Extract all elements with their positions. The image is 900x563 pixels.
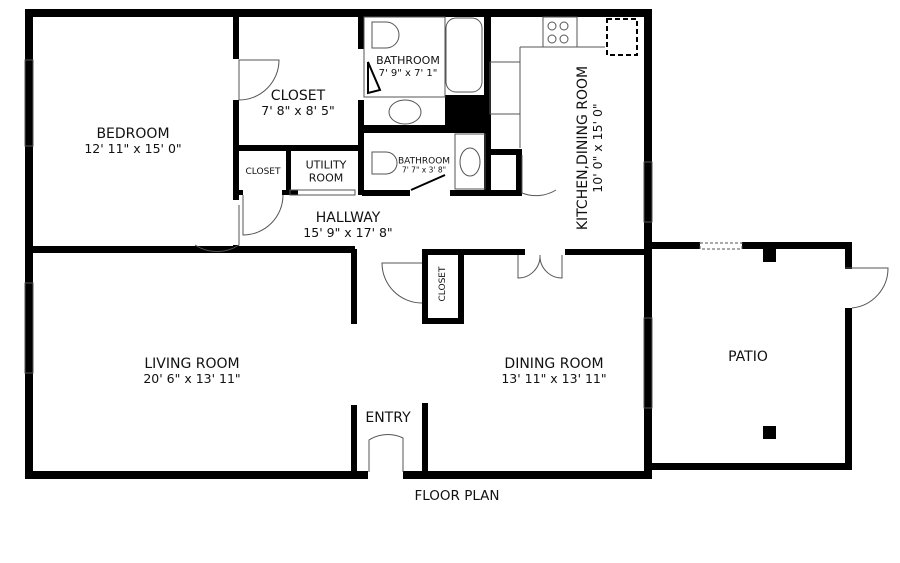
- wall: [233, 9, 239, 59]
- wall: [351, 405, 357, 477]
- wall: [425, 249, 525, 255]
- plan-title: FLOOR PLAN: [414, 488, 500, 504]
- wall: [422, 403, 428, 475]
- bath-door[interactable]: [367, 61, 382, 95]
- kitchen-door[interactable]: [521, 155, 557, 197]
- hall-closet-door[interactable]: [381, 262, 423, 304]
- toilet-icon: [371, 21, 400, 49]
- room-kitchen-dining: KITCHEN,DINING ROOM 10' 0" x 15' 0": [574, 65, 605, 231]
- wall: [445, 95, 487, 130]
- room-hall-closet: CLOSET: [437, 266, 448, 302]
- window: [643, 317, 653, 409]
- sink-icon: [459, 147, 481, 177]
- closet-door[interactable]: [238, 59, 280, 101]
- wall: [233, 246, 355, 253]
- utility-sliding-door[interactable]: [289, 189, 356, 196]
- room-patio: PATIO: [728, 348, 768, 365]
- sink-icon: [388, 99, 422, 125]
- bathtub-icon: [445, 17, 483, 93]
- hall-door[interactable]: [242, 194, 284, 236]
- wall: [358, 9, 364, 49]
- vanity: [454, 133, 486, 190]
- room-bedroom: BEDROOM 12' 11" x 15' 0": [84, 125, 182, 156]
- room-small-closet: CLOSET: [245, 166, 281, 177]
- column: [763, 426, 776, 439]
- kitchen-sink-icon: [489, 61, 521, 115]
- french-door[interactable]: [517, 254, 563, 279]
- wall: [450, 190, 522, 196]
- toilet-icon: [371, 151, 398, 175]
- wall: [422, 318, 464, 324]
- window: [24, 59, 34, 147]
- column: [763, 249, 776, 262]
- wall: [845, 242, 852, 269]
- wall: [233, 190, 243, 195]
- room-utility: UTILITY ROOM: [305, 158, 347, 184]
- room-bathroom: BATHROOM 7' 9" x 7' 1": [376, 53, 440, 79]
- wall: [742, 242, 852, 249]
- stove-icon: [542, 16, 578, 48]
- wall: [484, 9, 491, 194]
- wall: [233, 145, 363, 151]
- wall: [422, 249, 428, 324]
- patio-door[interactable]: [845, 267, 889, 309]
- wall: [648, 242, 700, 249]
- wall: [565, 249, 650, 255]
- room-hallway: HALLWAY 15' 9" x 17' 8": [303, 209, 393, 240]
- room-bathroom-2: BATHROOM 7' 7" x 3' 8": [397, 156, 451, 175]
- wall: [351, 249, 357, 324]
- wall: [648, 463, 852, 470]
- wall: [845, 308, 852, 470]
- entry-door[interactable]: [368, 434, 404, 472]
- wall-left: [25, 9, 33, 479]
- fridge-space: [606, 18, 638, 56]
- room-living: LIVING ROOM 20' 6" x 13' 11": [143, 355, 241, 386]
- wall: [25, 246, 240, 253]
- window: [643, 161, 653, 223]
- wall: [286, 150, 291, 192]
- room-closet: CLOSET 7' 8" x 8' 5": [261, 87, 335, 118]
- room-dining: DINING ROOM 13' 11" x 13' 11": [501, 355, 607, 386]
- wall-top: [25, 9, 652, 17]
- bath2-door[interactable]: [410, 174, 446, 191]
- wall: [487, 149, 522, 155]
- wall: [458, 249, 464, 324]
- wall-bottom: [25, 471, 652, 479]
- wall: [362, 125, 490, 133]
- window: [24, 282, 34, 374]
- bedroom-door[interactable]: [194, 205, 240, 253]
- patio-opening: [699, 242, 743, 250]
- room-entry: ENTRY: [365, 409, 411, 426]
- wall: [516, 149, 522, 196]
- bath-area: [363, 16, 446, 98]
- wall: [362, 190, 410, 196]
